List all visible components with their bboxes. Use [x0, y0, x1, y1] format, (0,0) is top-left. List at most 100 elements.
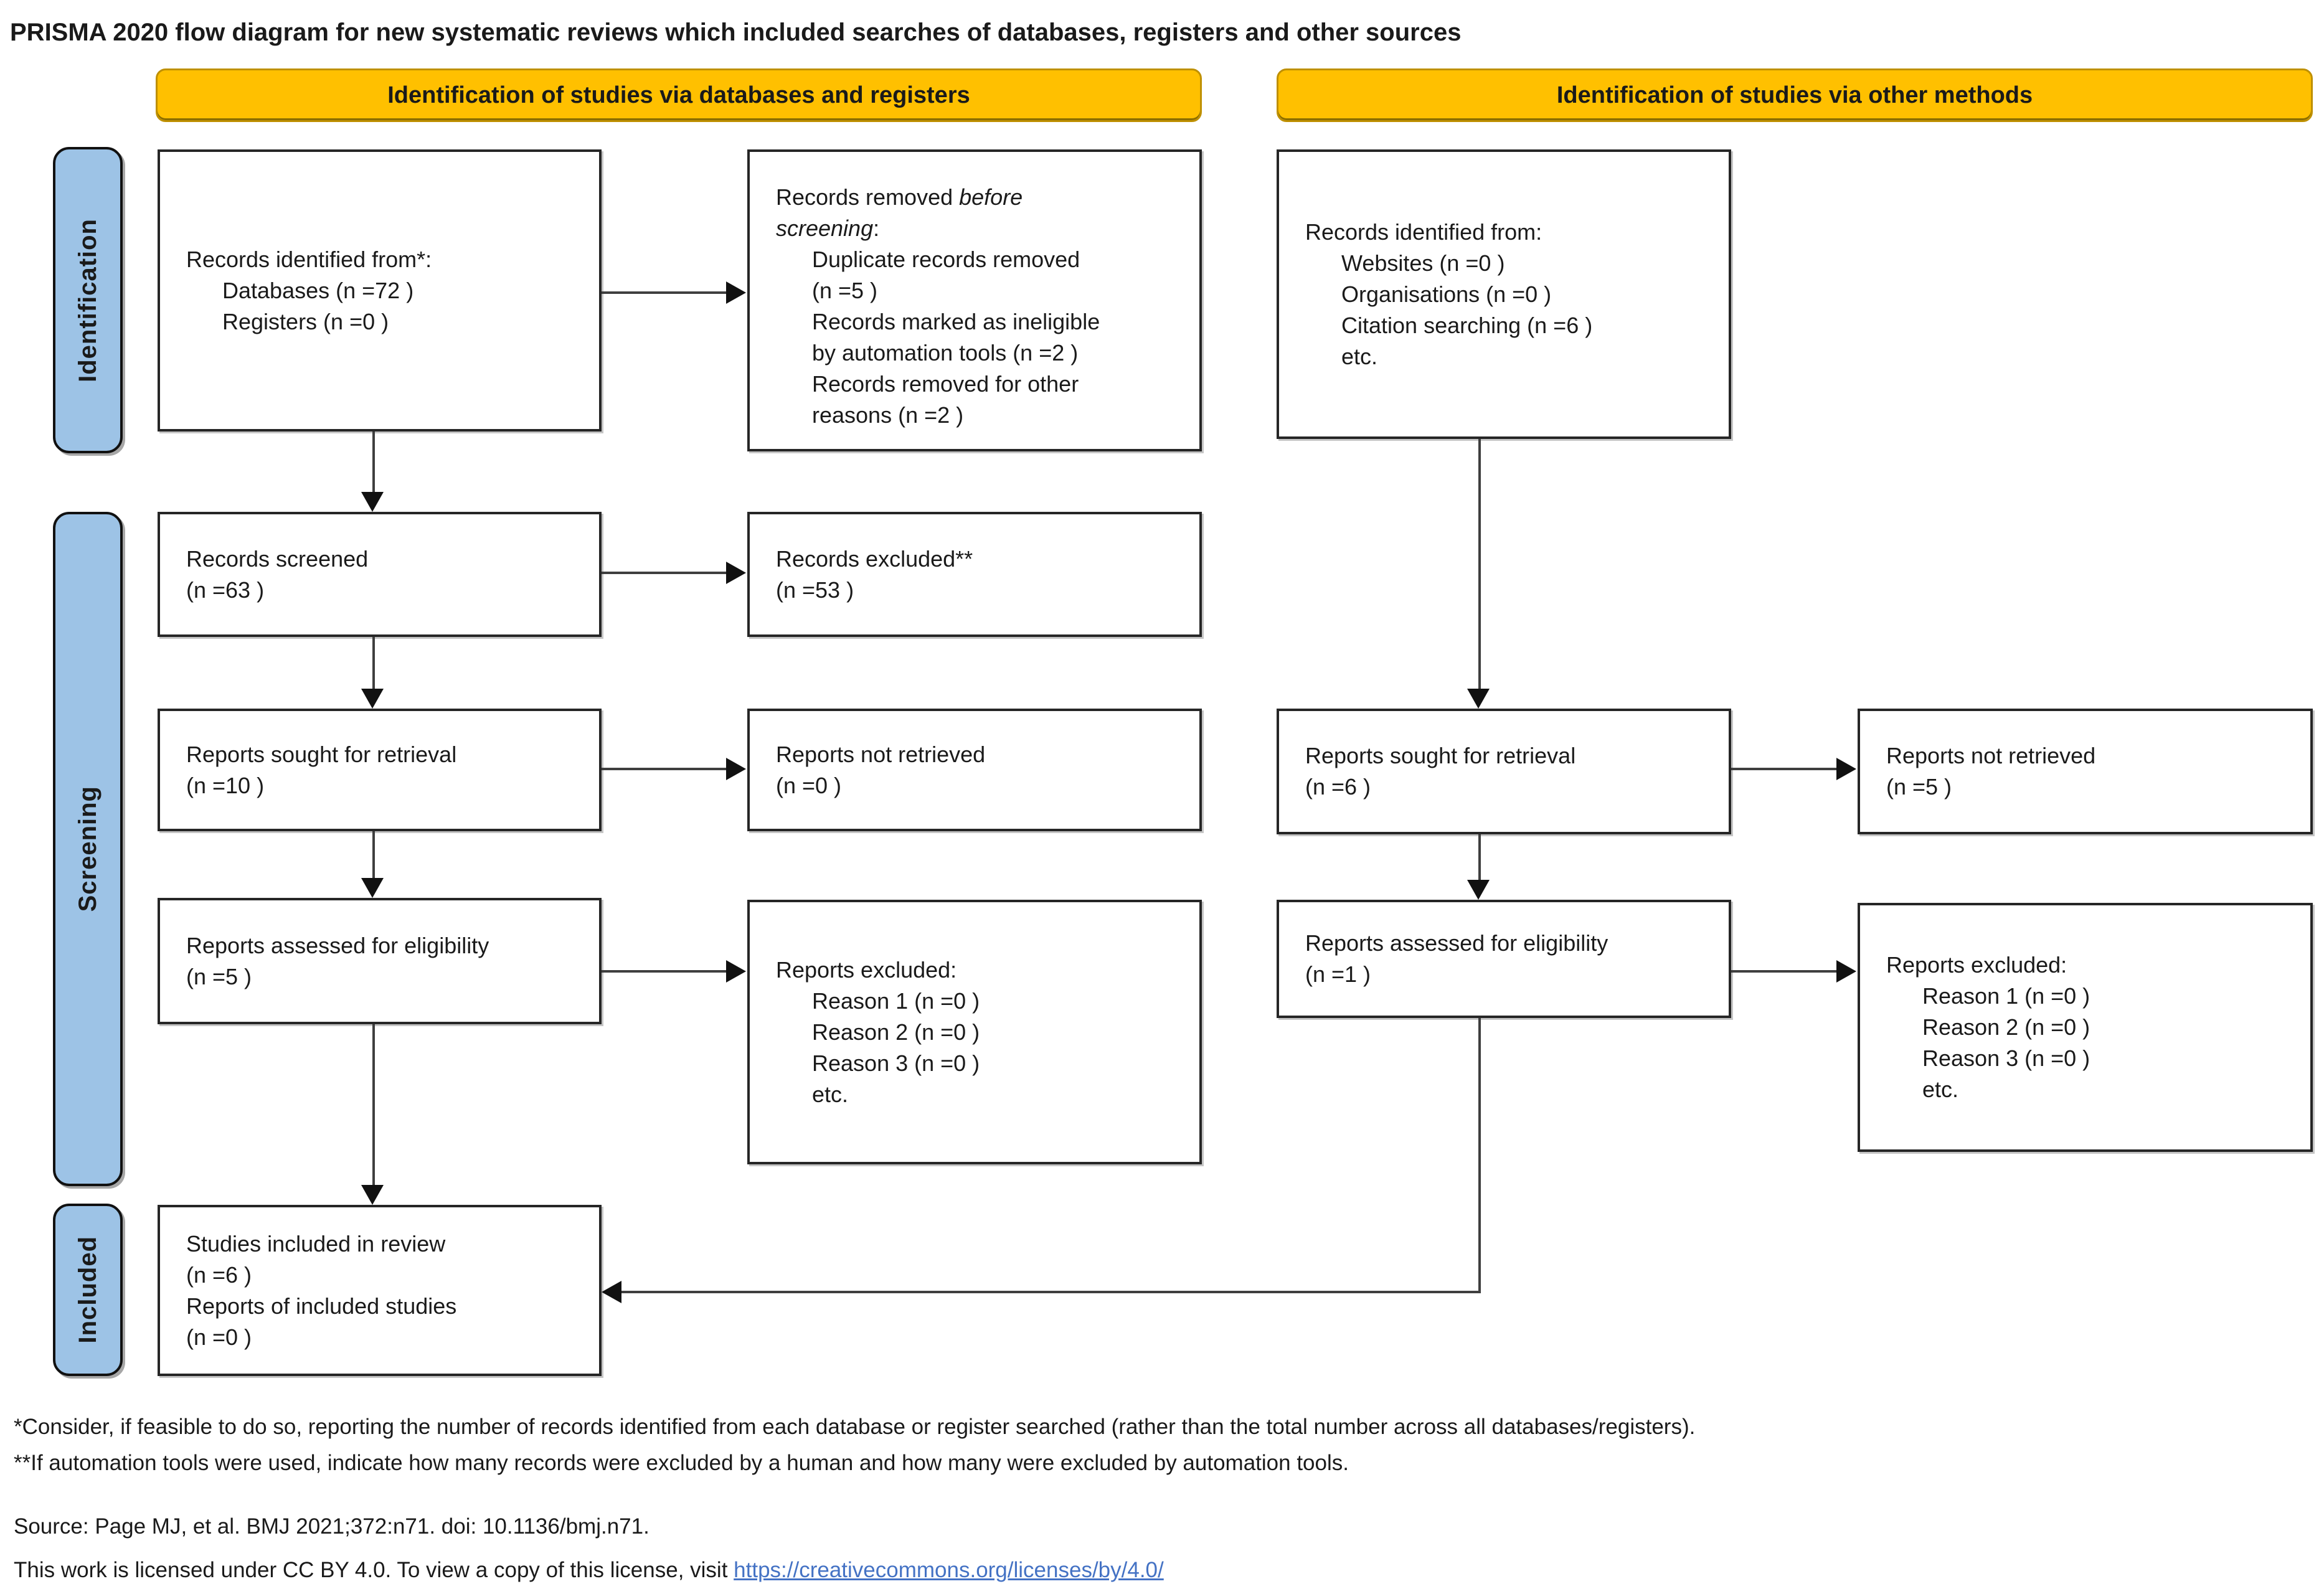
arrow-down-icon [361, 492, 384, 512]
box-line: (n =5 ) [812, 278, 878, 303]
box-line-italic: screening [776, 215, 874, 241]
box-line: Records removed before [776, 182, 1187, 213]
arrow-line-down [372, 637, 375, 690]
arrow-line-right [1731, 768, 1838, 770]
box-line: (n =5 ) [186, 963, 252, 989]
arrow-down-icon [1467, 689, 1490, 709]
box-line: (n =0 ) [776, 772, 842, 798]
box-line: Reason 1 (n =0 ) [1922, 983, 2090, 1009]
box-line: by automation tools (n =2 ) [812, 340, 1079, 365]
box-line: (n =6 ) [1305, 774, 1371, 799]
box-line: Reason 1 (n =0 ) [812, 988, 980, 1014]
box-line: reasons (n =2 ) [812, 402, 964, 428]
box-line: etc. [1922, 1077, 1959, 1102]
stage-label: Included [73, 1236, 102, 1344]
elbow-line-horizontal [621, 1291, 1481, 1293]
banner-label: Identification of studies via other meth… [1556, 82, 2033, 108]
arrow-line-down [372, 432, 375, 493]
box-line: (n =63 ) [186, 577, 265, 603]
box-reports-sought-other: Reports sought for retrieval (n =6 ) [1277, 709, 1731, 834]
box-line: (n =6 ) [186, 1262, 252, 1288]
source-citation: Source: Page MJ, et al. BMJ 2021;372:n71… [14, 1514, 649, 1539]
box-line: Registers (n =0 ) [222, 308, 389, 334]
box-studies-included: Studies included in review (n =6 ) Repor… [158, 1205, 602, 1376]
page-title: PRISMA 2020 flow diagram for new systema… [10, 19, 1462, 46]
box-line: (n =1 ) [1305, 961, 1371, 987]
box-line: Records identified from: [1305, 219, 1542, 245]
box-line: Studies included in review [186, 1230, 446, 1257]
box-reports-not-retrieved: Reports not retrieved (n =0 ) [747, 709, 1202, 831]
box-line: Reports not retrieved [1886, 743, 2096, 768]
stage-label: Identification [73, 218, 102, 382]
box-line: Records excluded** [776, 545, 973, 572]
arrow-line-right [602, 768, 727, 770]
license-line: This work is licensed under CC BY 4.0. T… [14, 1558, 1164, 1583]
box-reports-not-retrieved-other: Reports not retrieved (n =5 ) [1858, 709, 2313, 834]
box-line: Reason 2 (n =0 ) [812, 1019, 980, 1045]
box-records-removed: Records removed before screening: Duplic… [747, 149, 1202, 451]
box-line: Records screened [186, 545, 369, 572]
box-line: Reports of included studies [186, 1293, 457, 1319]
arrow-line-down [372, 1024, 375, 1186]
box-other-records-identified: Records identified from: Websites (n =0 … [1277, 149, 1731, 439]
arrow-right-icon [726, 960, 746, 983]
box-reports-excluded-other: Reports excluded: Reason 1 (n =0 ) Reaso… [1858, 903, 2313, 1152]
stage-label: Screening [73, 786, 102, 912]
box-line: (n =53 ) [776, 577, 854, 603]
box-line: etc. [812, 1081, 849, 1107]
arrow-line-right [1731, 970, 1838, 973]
box-line: screening: [776, 213, 1187, 244]
box-line: Reason 2 (n =0 ) [1922, 1014, 2090, 1040]
box-reports-sought: Reports sought for retrieval (n =10 ) [158, 709, 602, 831]
box-line-text: Records removed [776, 184, 960, 210]
box-line: Organisations (n =0 ) [1341, 281, 1552, 307]
license-link[interactable]: https://creativecommons.org/licenses/by/… [734, 1558, 1164, 1582]
box-line: Reports assessed for eligibility [186, 932, 489, 958]
box-line: Citation searching (n =6 ) [1341, 312, 1593, 338]
arrow-right-icon [1836, 758, 1856, 780]
box-line: Reports sought for retrieval [1305, 743, 1576, 768]
banner-databases-registers: Identification of studies via databases … [156, 68, 1202, 122]
arrow-left-icon [602, 1281, 621, 1303]
arrow-line-right [602, 970, 727, 973]
box-line: Records removed for other [812, 371, 1079, 397]
banner-label: Identification of studies via databases … [387, 82, 970, 108]
box-line: (n =0 ) [186, 1324, 252, 1350]
arrow-right-icon [726, 758, 746, 780]
box-line: Reports excluded: [1886, 952, 2067, 978]
box-records-excluded: Records excluded** (n =53 ) [747, 512, 1202, 637]
banner-other-methods: Identification of studies via other meth… [1277, 68, 2313, 122]
arrow-line-right [602, 291, 727, 294]
box-line-text: : [873, 215, 880, 241]
arrow-right-icon [1836, 960, 1856, 983]
stage-screening: Screening [53, 512, 123, 1186]
arrow-line-down [372, 831, 375, 879]
box-line: Reason 3 (n =0 ) [812, 1050, 980, 1076]
arrow-down-icon [361, 1185, 384, 1205]
box-line: Duplicate records removed [812, 247, 1080, 272]
arrow-down-icon [1467, 880, 1490, 900]
arrow-down-icon [361, 689, 384, 709]
arrow-line-down [1478, 834, 1481, 881]
license-text: This work is licensed under CC BY 4.0. T… [14, 1558, 734, 1582]
box-line-italic: before [959, 184, 1023, 210]
box-line: Reports assessed for eligibility [1305, 930, 1608, 956]
arrow-line-down [1478, 439, 1481, 690]
box-line: (n =10 ) [186, 772, 265, 798]
box-reports-assessed: Reports assessed for eligibility (n =5 ) [158, 898, 602, 1024]
box-records-screened: Records screened (n =63 ) [158, 512, 602, 637]
arrow-line-right [602, 572, 727, 574]
footnote-asterisk: *Consider, if feasible to do so, reporti… [14, 1415, 1696, 1439]
footnote-double-asterisk: **If automation tools were used, indicat… [14, 1451, 1349, 1475]
stage-identification: Identification [53, 147, 123, 453]
box-reports-excluded: Reports excluded: Reason 1 (n =0 ) Reaso… [747, 900, 1202, 1164]
box-line: Databases (n =72 ) [222, 277, 414, 303]
box-line: Websites (n =0 ) [1341, 250, 1505, 276]
box-line: Reports sought for retrieval [186, 741, 457, 767]
arrow-right-icon [726, 562, 746, 584]
arrow-right-icon [726, 281, 746, 304]
box-line: Reason 3 (n =0 ) [1922, 1045, 2090, 1071]
box-line: Reports not retrieved [776, 741, 986, 767]
elbow-line-vertical [1478, 1018, 1481, 1293]
